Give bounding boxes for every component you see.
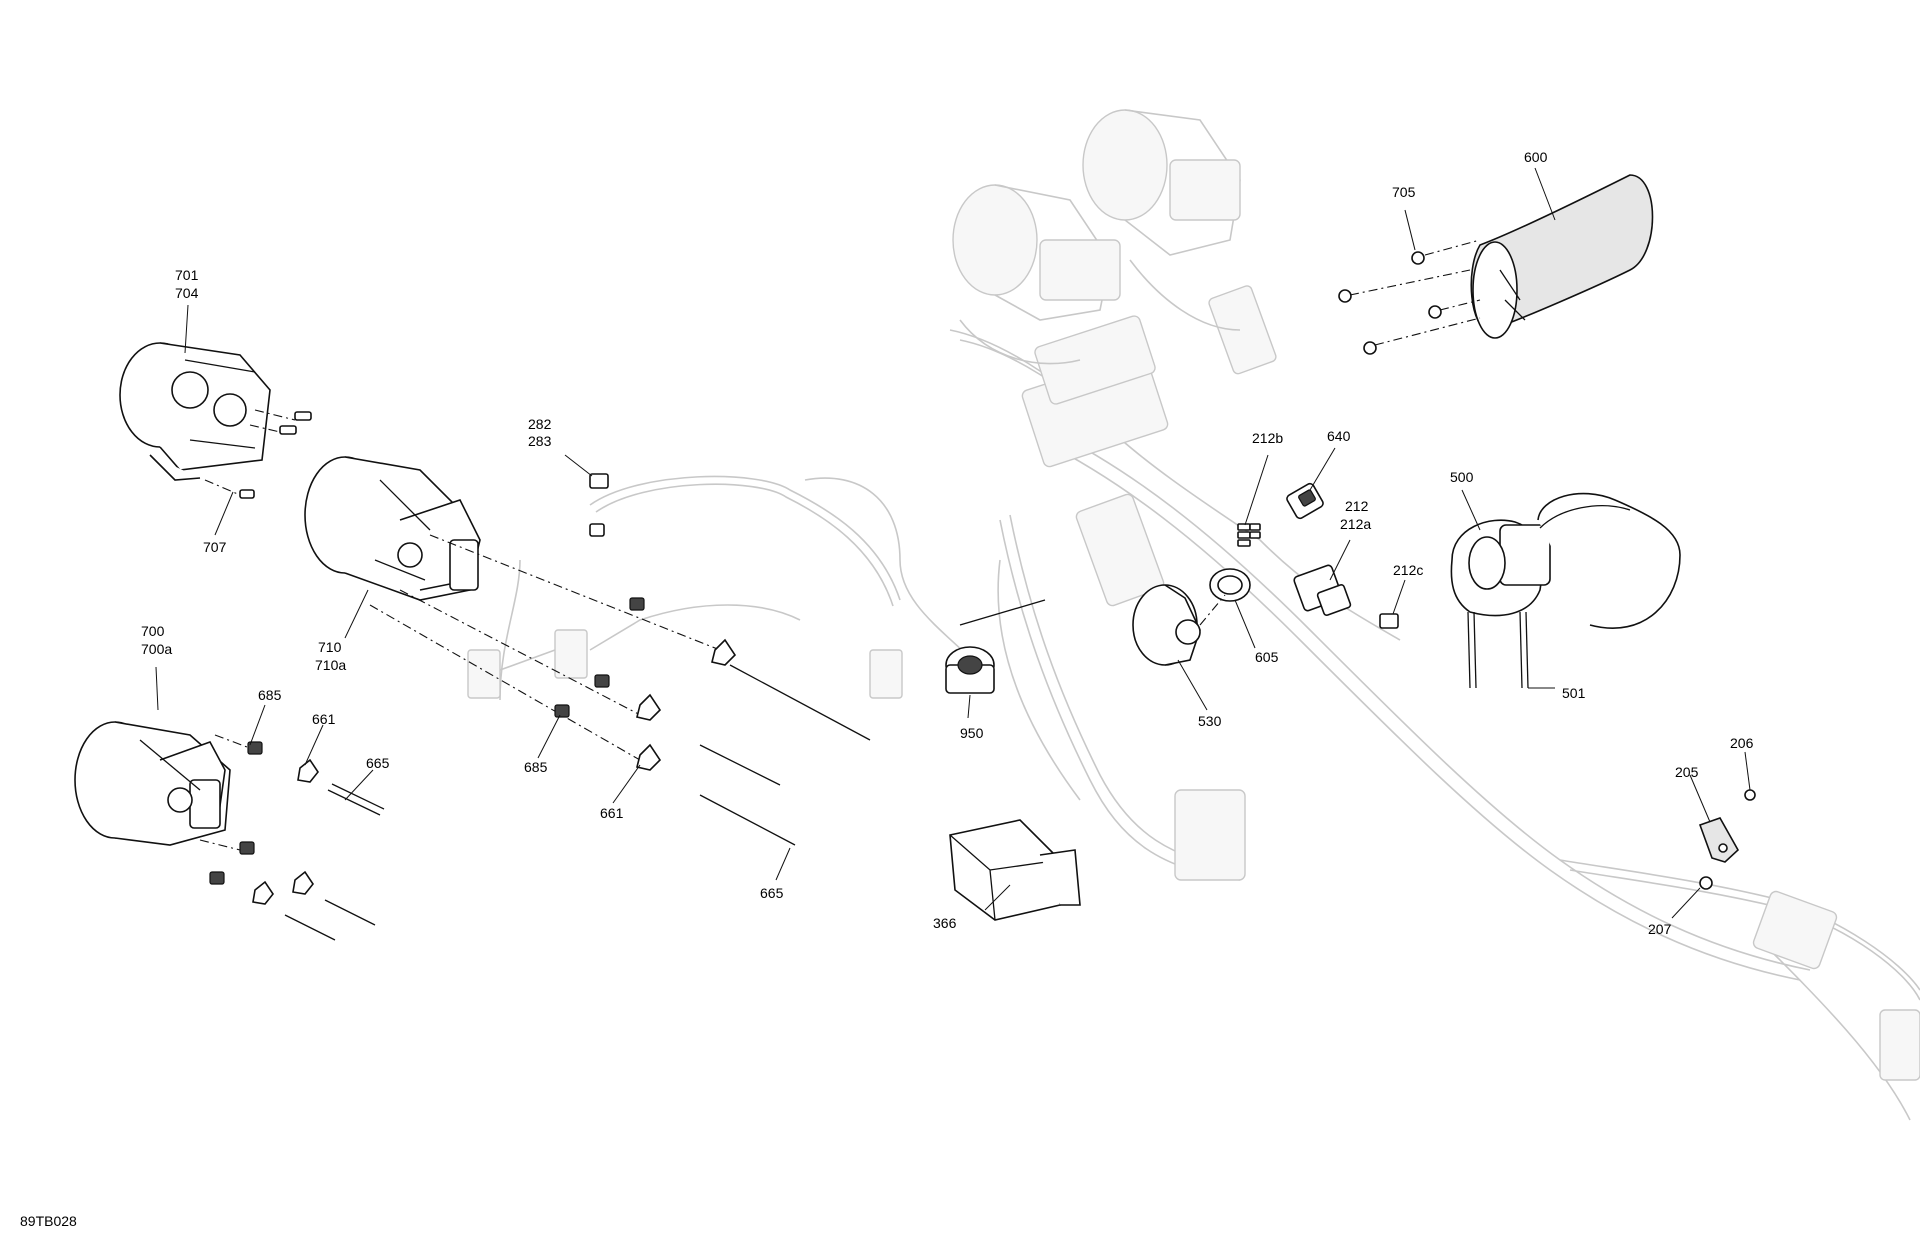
callout-704: 704 [175, 285, 199, 301]
clip-282 [589, 473, 609, 537]
callout-283: 283 [528, 433, 552, 449]
adjuster-hardware [199, 534, 871, 941]
callout-640: 640 [1327, 428, 1351, 444]
headlight-710 [304, 456, 481, 601]
callout-212b: 212b [1252, 430, 1283, 446]
callout-366: 366 [933, 915, 957, 931]
callout-685-left: 685 [258, 687, 282, 703]
callout-950: 950 [960, 725, 984, 741]
cap-212c [1379, 613, 1399, 629]
callout-600: 600 [1524, 149, 1548, 165]
callout-707: 707 [203, 539, 227, 555]
handlebar-switch-500 [1450, 492, 1681, 689]
callout-207: 207 [1648, 921, 1672, 937]
callout-685-mid: 685 [524, 759, 548, 775]
callout-212c: 212c [1393, 562, 1423, 578]
ring-605 [1209, 568, 1251, 602]
callout-282: 282 [528, 416, 552, 432]
callout-710: 710 [318, 639, 342, 655]
callout-205: 205 [1675, 764, 1699, 780]
switch-640 [1286, 482, 1324, 520]
headlight-700 [74, 721, 231, 846]
callout-665-left: 665 [366, 755, 390, 771]
switch-530 [1132, 584, 1226, 666]
callout-212: 212 [1345, 498, 1369, 514]
callout-605: 605 [1255, 649, 1279, 665]
callout-661-mid: 661 [600, 805, 624, 821]
figure-code: 89TB028 [20, 1213, 77, 1229]
callout-212a: 212a [1340, 516, 1371, 532]
callout-665-mid: 665 [760, 885, 784, 901]
callout-661-left: 661 [312, 711, 336, 727]
connector-212 [1293, 564, 1352, 617]
component-366 [949, 819, 1081, 921]
callout-700: 700 [141, 623, 165, 639]
bracket-205 [1698, 789, 1756, 890]
leader-lines [155, 167, 1751, 919]
screws-705 [1338, 239, 1481, 355]
headlight-assembly-ghost [952, 109, 1241, 365]
callout-705: 705 [1392, 184, 1416, 200]
power-outlet-950 [945, 599, 1046, 694]
callout-500: 500 [1450, 469, 1474, 485]
headlight-housing-701 [119, 342, 271, 481]
callout-501: 501 [1562, 685, 1586, 701]
terminals-212b [1237, 523, 1261, 547]
callout-710a: 710a [315, 657, 346, 673]
cap-600 [1470, 174, 1654, 339]
screws-704 [204, 409, 312, 499]
callout-701: 701 [175, 267, 199, 283]
callout-labels: 701 704 707 700 700a 685 661 665 710 710… [20, 149, 1754, 1229]
wiring-harness-ghost [467, 285, 1920, 1121]
callout-530: 530 [1198, 713, 1222, 729]
callout-206: 206 [1730, 735, 1754, 751]
callout-700a: 700a [141, 641, 172, 657]
